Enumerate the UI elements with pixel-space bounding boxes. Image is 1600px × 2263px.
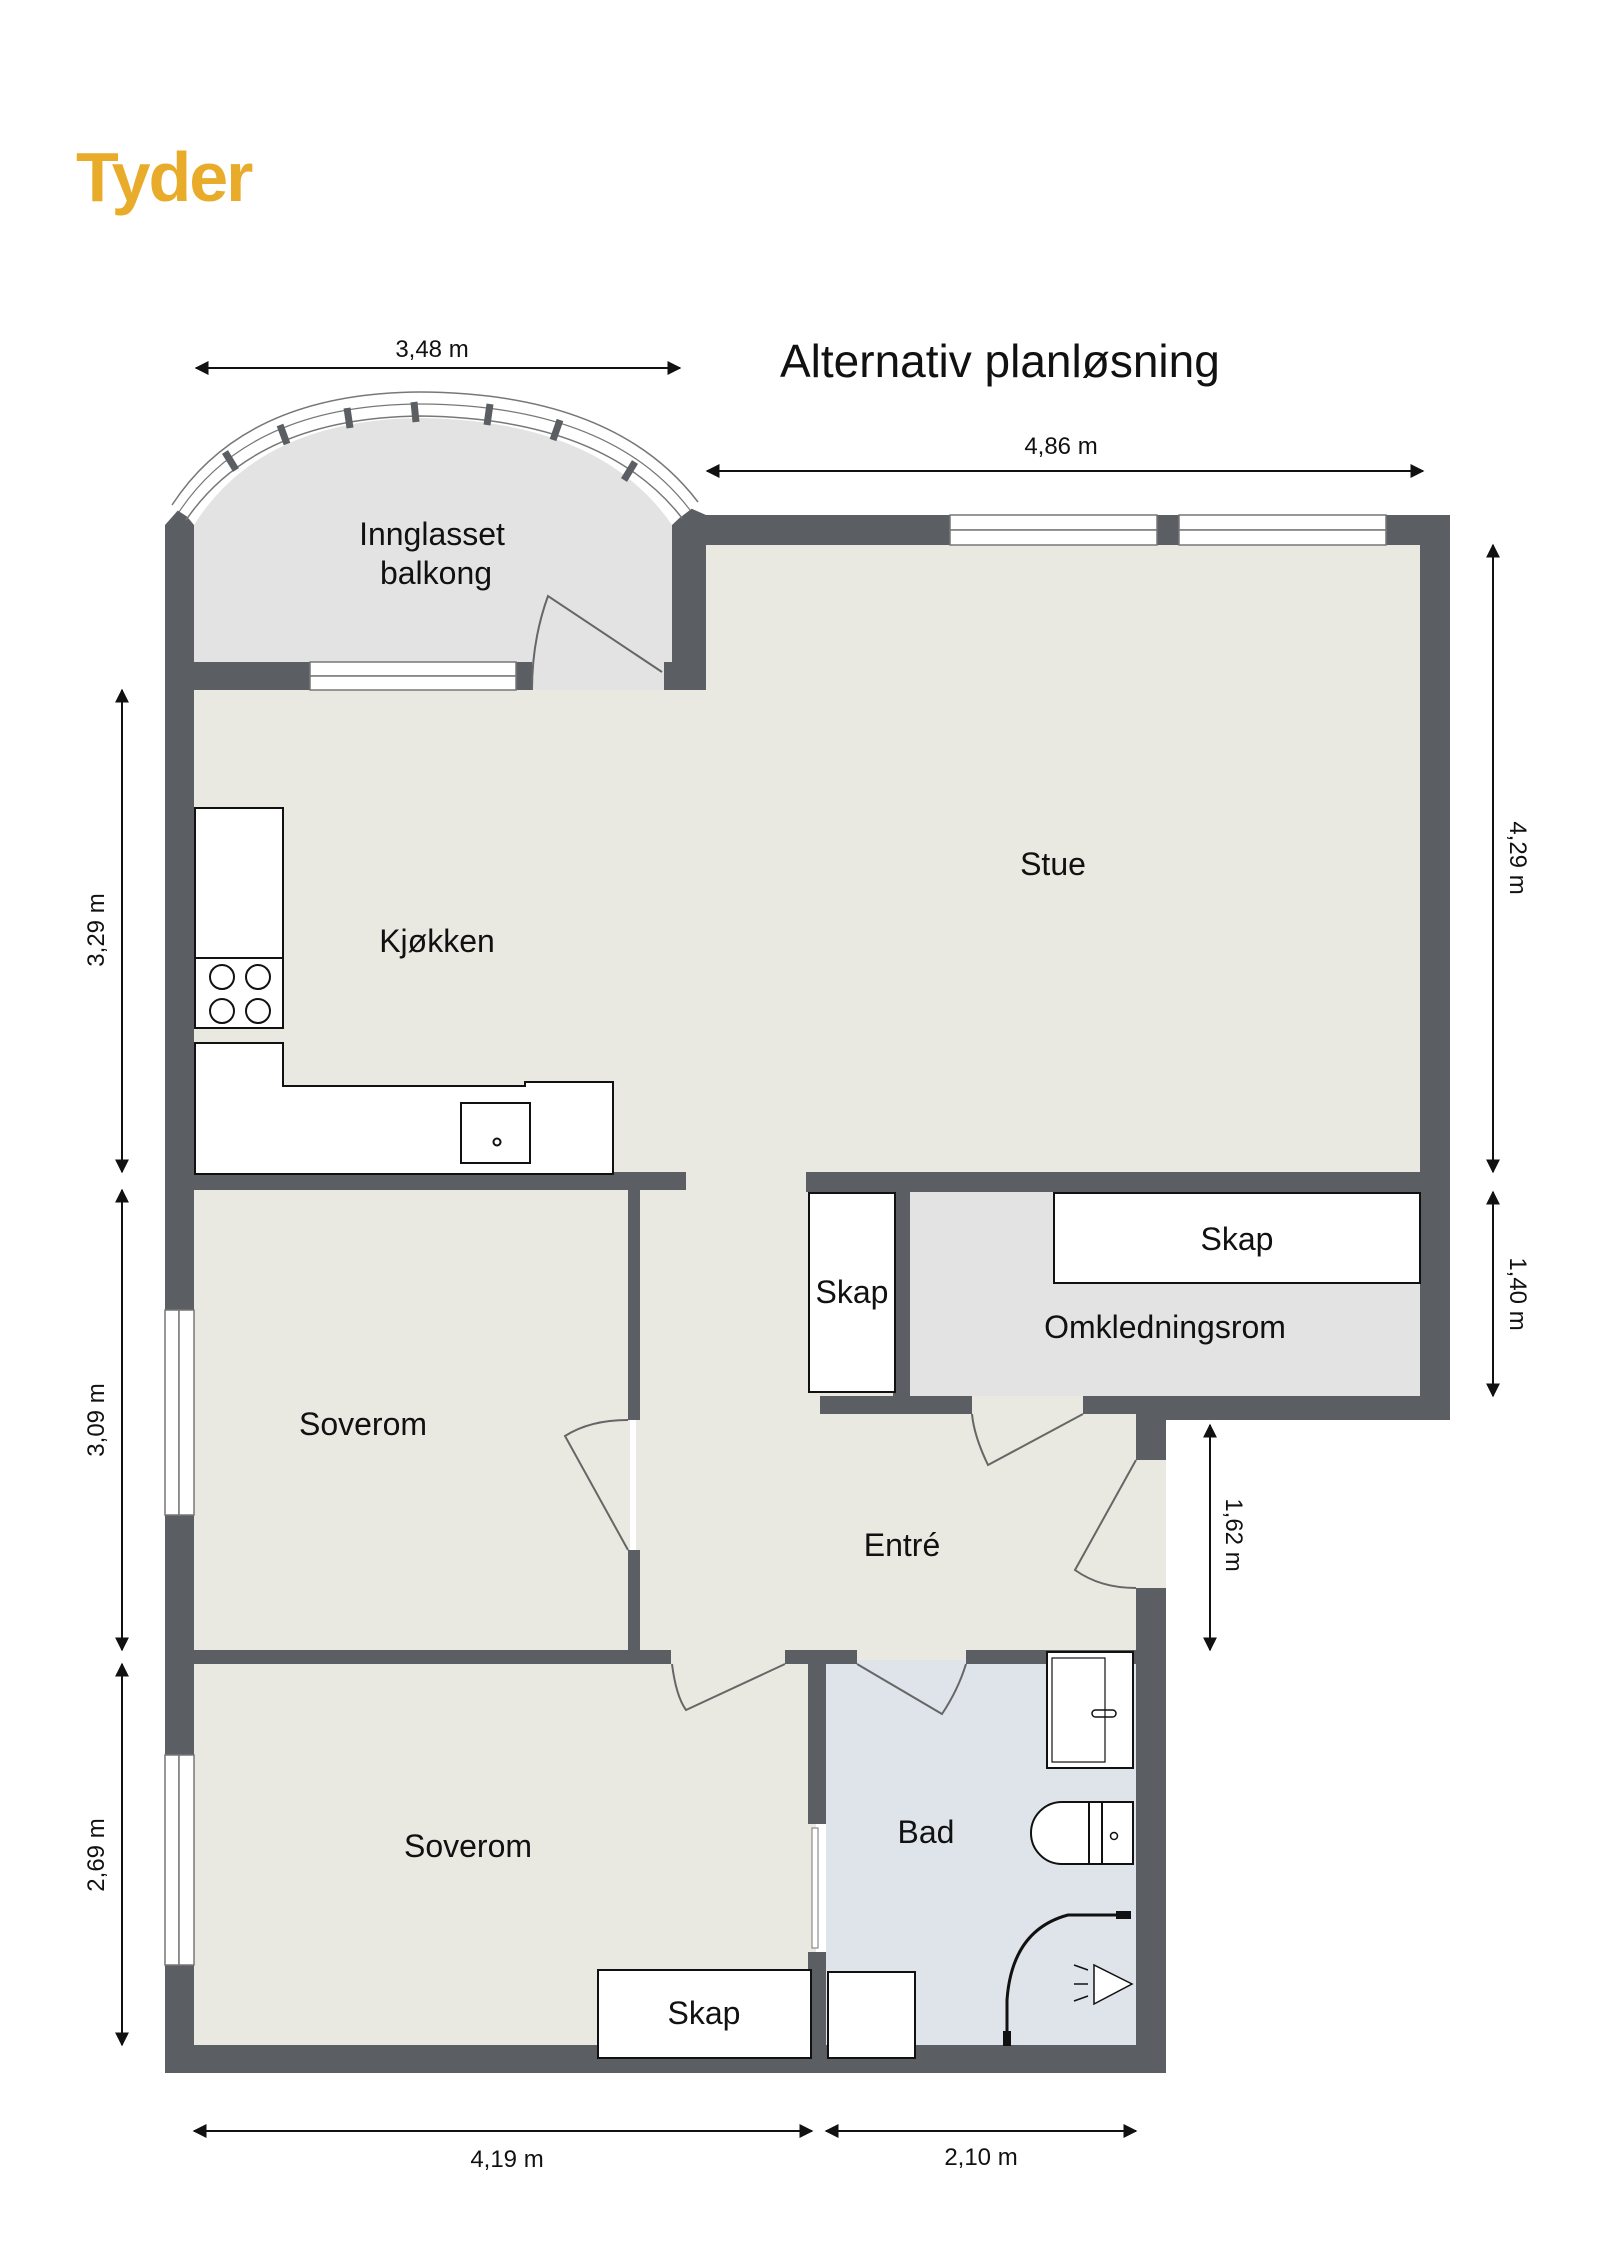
label-kitchen: Kjøkken: [379, 923, 495, 959]
sliding-door: [811, 1827, 819, 1949]
dim-label-dressing-depth: 1,40 m: [1504, 1257, 1531, 1330]
living-floor: [700, 545, 1420, 1175]
doors: [531, 594, 1137, 1949]
dim-label-balcony-width: 3,48 m: [395, 336, 468, 363]
dimensions: [115, 361, 1500, 2138]
label-bath: Bad: [898, 1814, 955, 1850]
bedroom1-door: [563, 1419, 629, 1551]
dim-label-kitchen-depth: 3,29 m: [83, 893, 110, 966]
closet-hall: [808, 1192, 896, 1393]
dim-label-bedroom1-depth: 3,09 m: [83, 1383, 110, 1456]
bedroom2-door: [671, 1663, 786, 1712]
entry-door: [1073, 1459, 1137, 1589]
fixtures: [194, 807, 1421, 2059]
label-closet-bedroom: Skap: [668, 1995, 741, 2031]
shower-curtain: [1005, 1913, 1130, 2045]
balcony-door: [531, 594, 663, 691]
dim-label-bedroom2-depth: 2,69 m: [83, 1818, 110, 1891]
label-hall: Entré: [864, 1527, 940, 1563]
bath-cabinet: [827, 1971, 916, 2059]
kitchen-sink: [460, 1102, 531, 1164]
dimension-labels: 3,48 m 4,86 m 4,29 m 1,40 m 1,62 m 3,29 …: [83, 336, 1531, 2173]
sink-drain-icon: [492, 1137, 502, 1147]
door-threshold-entry: [1136, 1460, 1166, 1588]
label-closet-hall: Skap: [816, 1274, 889, 1310]
bath-door: [856, 1663, 967, 1716]
label-bedroom-1: Soverom: [299, 1406, 427, 1442]
balcony-floor: [194, 418, 672, 690]
bath-sink: [1046, 1651, 1134, 1769]
dressing-door: [971, 1413, 1084, 1467]
label-living: Stue: [1020, 846, 1086, 882]
closet-dressing: [1053, 1192, 1421, 1284]
label-bedroom-2: Soverom: [404, 1828, 532, 1864]
tyder-logo: Tyder: [76, 138, 253, 216]
label-balcony-line2: balkong: [380, 555, 492, 591]
kitchen-counter-tall: [194, 807, 284, 959]
kitchen-stove: [194, 957, 284, 1029]
dim-label-bedroom2-width: 4,19 m: [470, 2146, 543, 2173]
label-balcony-line1: Innglasset: [359, 516, 505, 552]
shower-head-icon: [1093, 1963, 1134, 2006]
dim-label-hall-depth: 1,62 m: [1220, 1498, 1247, 1571]
dim-label-living-depth: 4,29 m: [1504, 821, 1531, 894]
label-closet-dressing: Skap: [1201, 1221, 1274, 1257]
stove-burners-icon: [209, 964, 271, 1024]
floors: [194, 418, 1420, 2045]
page-title: Alternativ planløsning: [780, 335, 1220, 387]
room-labels: Innglasset balkong Kjøkken Stue Skap Ska…: [299, 516, 1286, 2031]
dim-label-living-width: 4,86 m: [1024, 433, 1097, 460]
walls: [165, 508, 1450, 2073]
label-dressing: Omkledningsrom: [1044, 1309, 1286, 1345]
windows: [164, 391, 1387, 1966]
bedroom1-floor: [194, 1190, 630, 1652]
closet-bedroom: [597, 1969, 812, 2059]
dim-label-bath-width: 2,10 m: [944, 2144, 1017, 2171]
toilet: [1030, 1801, 1134, 1865]
